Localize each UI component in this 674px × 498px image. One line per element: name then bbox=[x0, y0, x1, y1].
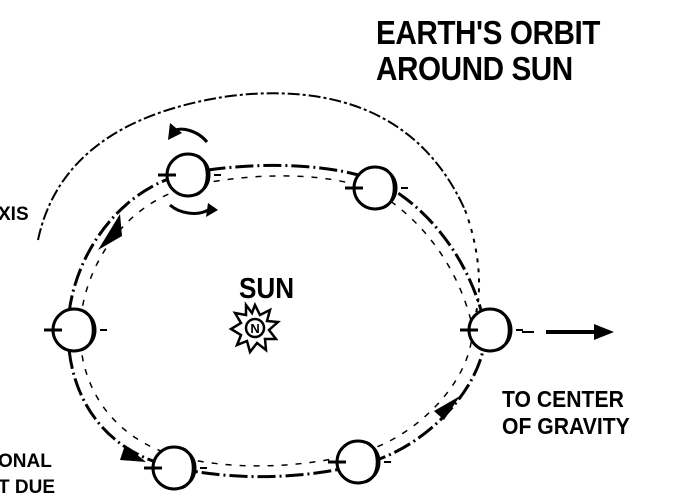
title-line-1: EARTH'S ORBIT bbox=[376, 16, 600, 49]
earth-icon bbox=[44, 309, 107, 351]
sun-symbol: N bbox=[250, 321, 259, 336]
cut-off-label-onal: ONAL bbox=[0, 452, 52, 471]
gravity-arrow-head bbox=[594, 324, 614, 340]
gravity-label-line-1: TO CENTER bbox=[502, 388, 630, 411]
gravity-label-line-2: OF GRAVITY bbox=[502, 415, 630, 438]
rotation-arrow-icon bbox=[170, 205, 208, 213]
diagram-title: EARTH'S ORBIT AROUND SUN bbox=[376, 16, 600, 88]
earth-icon bbox=[158, 154, 221, 196]
cut-off-label-due: T DUE bbox=[0, 478, 55, 497]
sun-icon: N bbox=[231, 305, 278, 352]
gravity-label: TO CENTER OF GRAVITY bbox=[502, 388, 630, 442]
earth-icon bbox=[144, 447, 207, 489]
cut-off-label-axis: XIS bbox=[0, 205, 29, 224]
direction-arrow bbox=[434, 396, 460, 420]
title-line-2: AROUND SUN bbox=[376, 52, 600, 85]
sun-label: SUN bbox=[239, 275, 294, 304]
earth-icon bbox=[328, 441, 391, 483]
